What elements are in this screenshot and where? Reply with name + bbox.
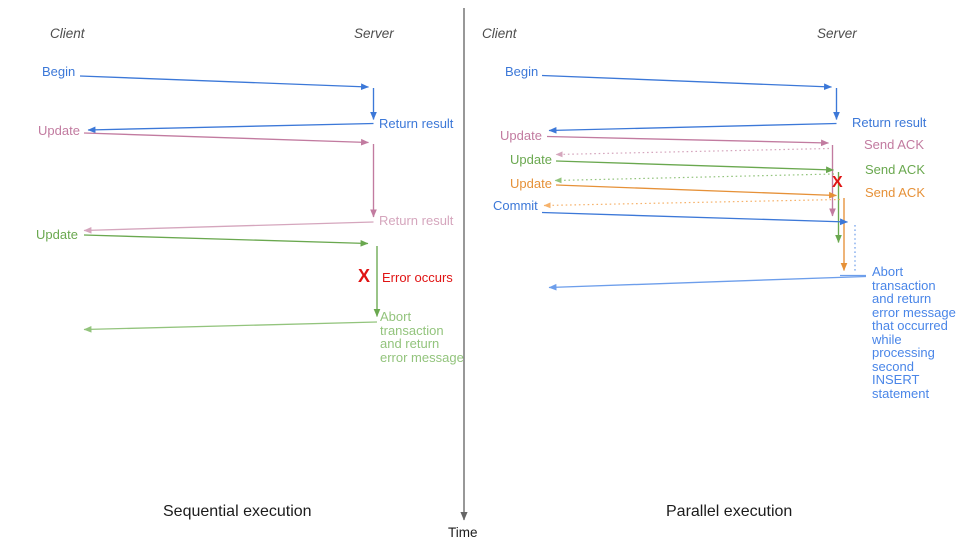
left-begin-request-line <box>79 75 369 91</box>
right-caption: Parallel execution <box>666 503 793 520</box>
right-update3-request-line <box>555 184 837 199</box>
left-error-x-icon: X <box>358 266 371 286</box>
left-return-result2-label: Return result <box>379 213 454 228</box>
left-begin-label: Begin <box>42 64 76 79</box>
right-send-ack2-label: Send ACK <box>865 162 925 177</box>
left-server-header: Server <box>354 26 394 41</box>
right-abort-label: Abort transaction and return error messa… <box>872 264 956 401</box>
left-update2-request-line <box>83 234 369 247</box>
right-server-header: Server <box>817 26 857 41</box>
right-send-ack3-label: Send ACK <box>865 185 925 200</box>
left-update2-label: Update <box>36 227 78 242</box>
right-update2-request-line <box>555 160 834 174</box>
left-begin-return-line <box>87 122 374 134</box>
left-caption: Sequential execution <box>163 503 312 520</box>
right-update1-request-line <box>546 135 829 147</box>
left-client-header: Client <box>50 26 85 41</box>
right-abort-return-line <box>548 275 867 291</box>
right-client-header: Client <box>482 26 517 41</box>
right-update3-label: Update <box>510 176 552 191</box>
right-ack3-return-line <box>543 198 841 209</box>
right-update1-label: Update <box>500 128 542 143</box>
right-commit-label: Commit <box>493 198 538 213</box>
right-ack2-return-line <box>554 173 835 184</box>
left-error-label: Error occurs <box>382 270 453 285</box>
left-return-result1-label: Return result <box>379 116 454 131</box>
left-update1-return-line <box>83 221 374 234</box>
left-abort-return-line <box>83 321 378 333</box>
right-begin-label: Begin <box>505 64 539 79</box>
right-update2-label: Update <box>510 152 552 167</box>
left-update1-label: Update <box>38 123 80 138</box>
left-abort-label: Abort transaction and return error messa… <box>380 309 464 365</box>
right-begin-request-line <box>541 74 832 91</box>
right-begin-return-line <box>548 122 837 134</box>
time-axis-label: Time <box>448 525 478 540</box>
right-error-x-icon: X <box>832 174 843 191</box>
left-update1-request-line <box>83 132 369 146</box>
right-commit-request-line <box>541 211 848 226</box>
right-ack1-return-line <box>555 147 830 158</box>
right-return-result-label: Return result <box>852 115 927 130</box>
right-send-ack1-label: Send ACK <box>864 137 924 152</box>
